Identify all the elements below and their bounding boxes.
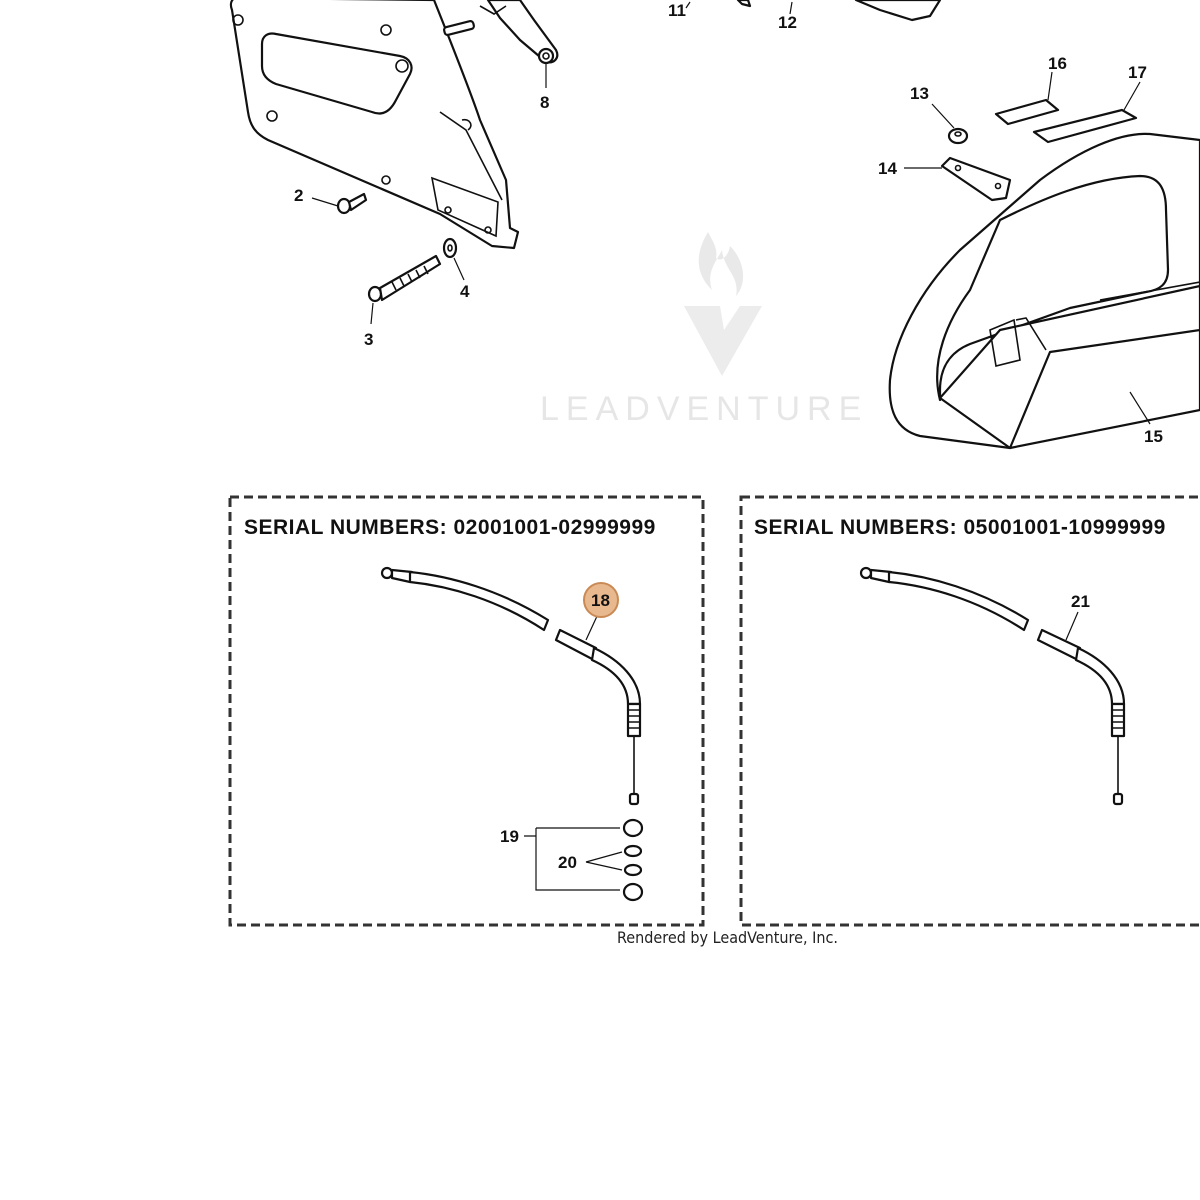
inset-2-serial-title: SERIAL NUMBERS: 05001001-10999999 — [754, 516, 1166, 539]
throttle-cable-upper-2 — [859, 566, 1030, 632]
watermark-text: LEADVENTURE — [540, 390, 868, 428]
nut-washer-stack-19-20 — [622, 818, 644, 902]
cable-ferrule — [626, 702, 642, 738]
callout-12: 12 — [778, 13, 797, 32]
guard-frame — [229, 0, 520, 250]
part-12-fragment — [854, 0, 942, 22]
callout-8: 8 — [540, 93, 549, 112]
callout-11: 11 — [668, 1, 686, 20]
callout-18: 18 — [591, 591, 610, 610]
callout-17: 17 — [1128, 63, 1147, 82]
serial-inset-1: SERIAL NUMBERS: 02001001-02999999 18 1 — [228, 495, 705, 927]
nut-part-13 — [947, 127, 969, 145]
callout-4: 4 — [460, 282, 470, 301]
decal-part-16 — [994, 98, 1060, 126]
callout-20: 20 — [558, 853, 577, 872]
handle-part-15 — [888, 132, 1200, 450]
leadventure-watermark: LEADVENTURE — [540, 232, 868, 428]
throttle-cable-part-21 — [1036, 628, 1126, 806]
inset-2-border — [739, 495, 1200, 927]
washer-part-4 — [442, 237, 458, 259]
inset-1-border — [228, 495, 705, 927]
callout-16: 16 — [1048, 54, 1067, 73]
callout-3: 3 — [364, 330, 373, 349]
callout-15: 15 — [1144, 427, 1163, 446]
callout-2: 2 — [294, 186, 303, 205]
screw-part-2 — [336, 192, 368, 215]
callout-21: 21 — [1071, 592, 1090, 611]
highlight-marker-18 — [583, 582, 619, 618]
throttle-cable-part-18 — [554, 628, 642, 806]
decal-part-17 — [1032, 108, 1138, 144]
render-credit: Rendered by LeadVenture, Inc. — [617, 928, 838, 947]
screw-part-3 — [367, 254, 442, 303]
callout-19: 19 — [500, 827, 519, 846]
linkage-part-8 — [443, 0, 559, 65]
inset-1-serial-title: SERIAL NUMBERS: 02001001-02999999 — [244, 516, 656, 539]
callout-13: 13 — [910, 84, 929, 103]
throttle-cable-upper — [380, 566, 550, 632]
part-11-fragment — [736, 0, 752, 8]
callout-14: 14 — [878, 159, 897, 178]
plate-part-14 — [940, 156, 1012, 202]
serial-inset-2: SERIAL NUMBERS: 05001001-10999999 21 — [739, 495, 1200, 927]
